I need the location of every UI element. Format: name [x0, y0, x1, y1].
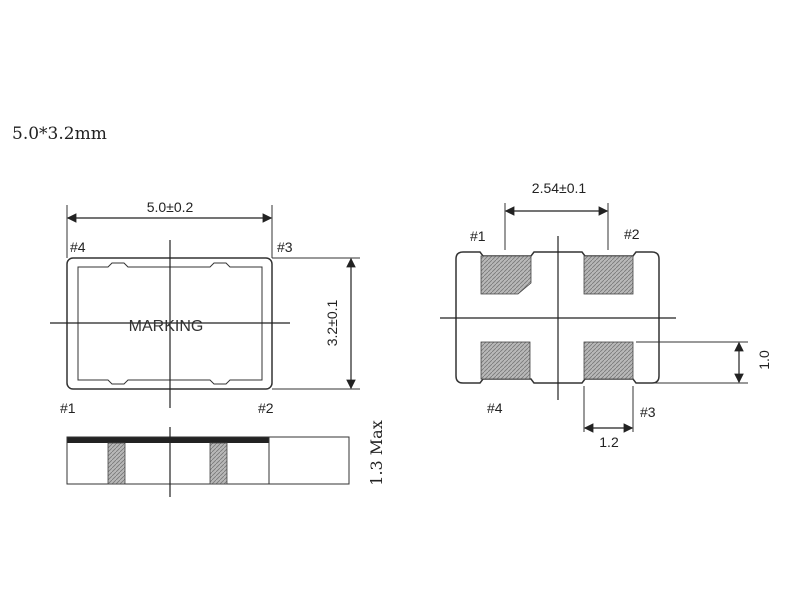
pad-2 — [583, 255, 634, 295]
package-size-title: 5.0*3.2mm — [12, 124, 107, 144]
side-height-label: 1.3 Max — [367, 420, 386, 485]
pin-3-label: #3 — [277, 239, 293, 255]
bottom-pin-2-label: #2 — [624, 226, 640, 242]
top-view: 5.0±0.2 MARKING 3.2±0.1 #4 #3 #1 #2 — [50, 199, 360, 416]
marking-label: MARKING — [129, 318, 204, 335]
pad-4 — [480, 341, 531, 380]
pad-1 — [480, 255, 532, 295]
side-view: 1.3 Max — [66, 420, 386, 497]
pin-4-label: #4 — [70, 239, 86, 255]
side-view-body — [66, 436, 350, 485]
side-pad-left — [107, 442, 126, 485]
pad-height-label: 1.0 — [756, 350, 772, 370]
pin-1-label: #1 — [60, 400, 76, 416]
bottom-view: 2.54±0.1 1.0 1.2 #1 #2 #4 #3 — [440, 180, 772, 450]
height-dimension-label: 3.2±0.1 — [324, 299, 340, 346]
side-pad-right — [209, 442, 228, 485]
bottom-pin-1-label: #1 — [470, 228, 486, 244]
bottom-pin-4-label: #4 — [487, 400, 503, 416]
pin-2-label: #2 — [258, 400, 274, 416]
package-inner-outline — [77, 262, 263, 385]
bottom-pin-3-label: #3 — [640, 404, 656, 420]
pad-3 — [583, 341, 634, 380]
pitch-dimension-label: 2.54±0.1 — [532, 180, 587, 196]
pad-width-label: 1.2 — [599, 434, 619, 450]
side-view-lid — [67, 437, 269, 443]
width-dimension-label: 5.0±0.2 — [147, 199, 194, 215]
